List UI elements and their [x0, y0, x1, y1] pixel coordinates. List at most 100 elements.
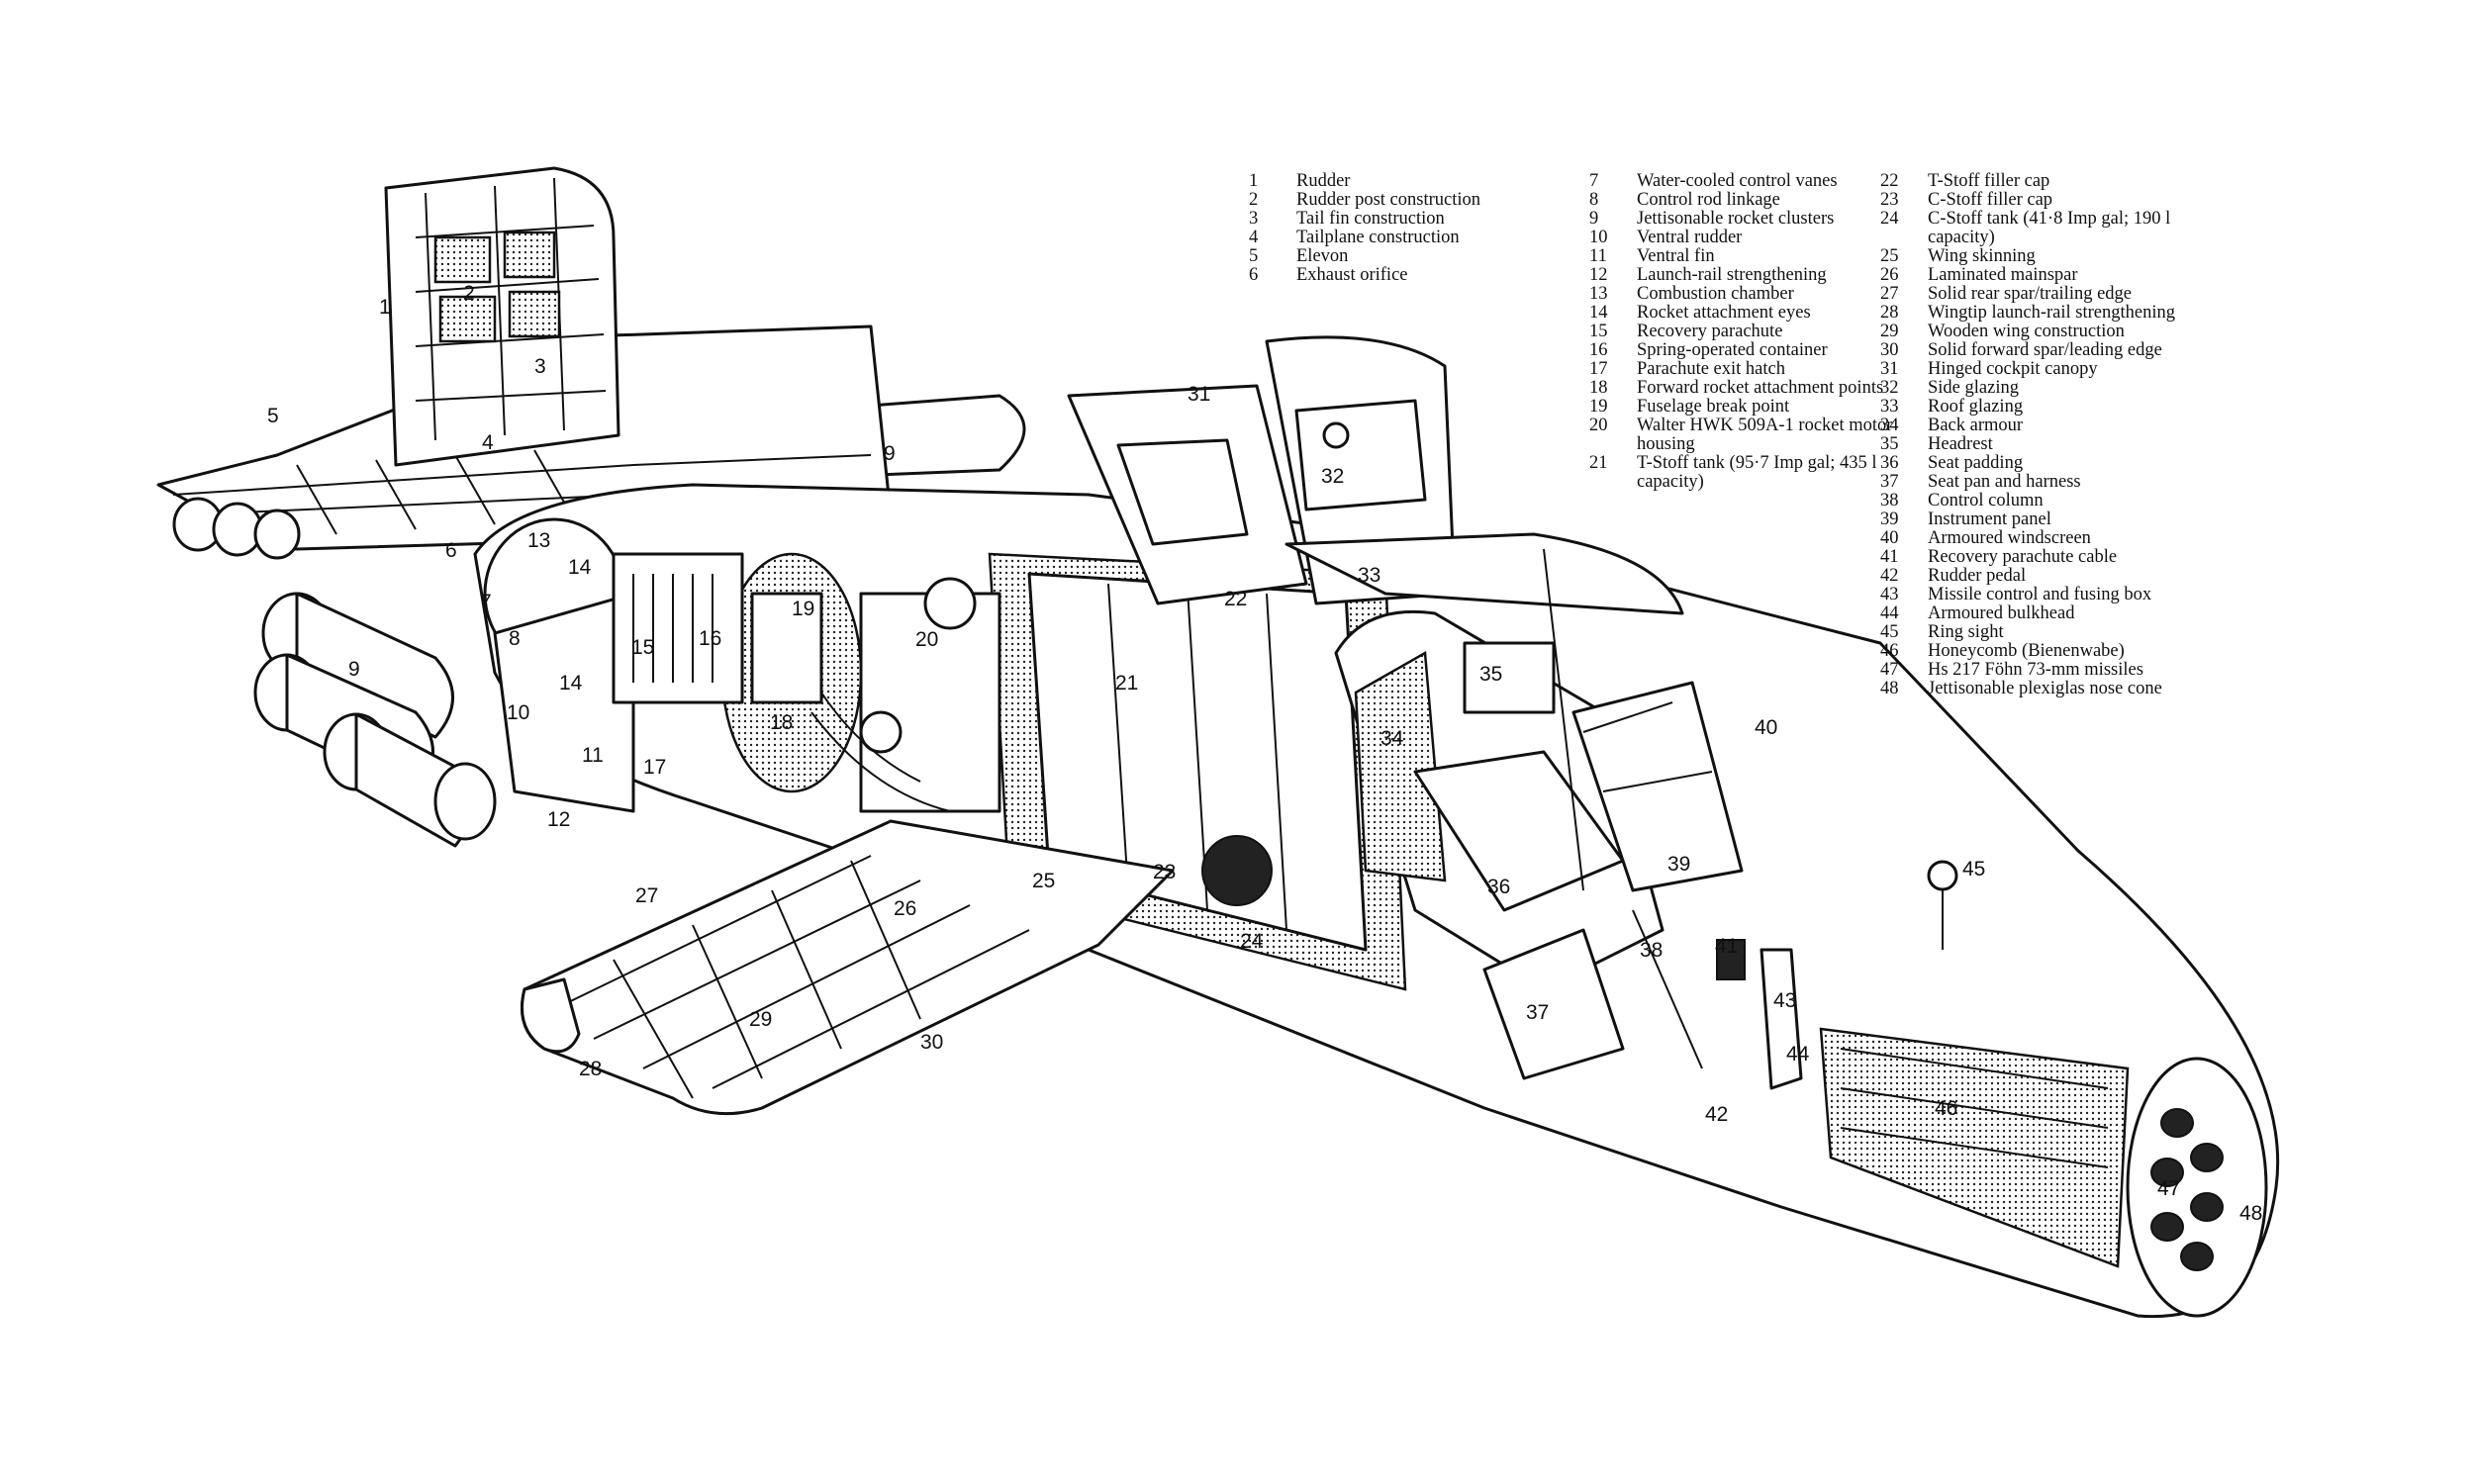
- cockpit-canopy: [1067, 335, 1457, 605]
- key-number: 14: [1589, 303, 1608, 323]
- key-number: 41: [1880, 547, 1899, 567]
- key-label: Headrest: [1928, 434, 1993, 454]
- key-number: 31: [1880, 359, 1899, 379]
- key-label: Laminated mainspar: [1928, 265, 2078, 285]
- key-label: Parachute exit hatch: [1637, 359, 1785, 379]
- callout-41: 41: [1715, 935, 1738, 958]
- key-number: 47: [1880, 660, 1899, 680]
- key-item: 35 Headrest: [1880, 435, 2225, 454]
- key-number: 6: [1249, 265, 1259, 285]
- callout-9b: 9: [348, 658, 360, 681]
- key-label: Side glazing: [1928, 378, 2019, 398]
- key-number: 35: [1880, 434, 1899, 454]
- callout-9a: 9: [884, 442, 896, 465]
- key-number: 29: [1880, 322, 1899, 341]
- key-label: Control rod linkage: [1637, 190, 1780, 210]
- callout-30: 30: [920, 1031, 943, 1054]
- key-label: T-Stoff tank (95·7 Imp gal; 435 l capaci…: [1637, 453, 1877, 492]
- callout-14a: 14: [568, 556, 592, 579]
- callout-48: 48: [2239, 1202, 2262, 1225]
- callout-47: 47: [2157, 1177, 2180, 1200]
- key-number: 48: [1880, 679, 1899, 698]
- callout-42: 42: [1705, 1103, 1728, 1126]
- key-label: Tail fin construction: [1296, 209, 1445, 229]
- callout-36: 36: [1487, 876, 1510, 898]
- key-label: Tailplane construction: [1296, 228, 1460, 247]
- key-label: Combustion chamber: [1637, 284, 1794, 304]
- callout-34: 34: [1380, 727, 1404, 750]
- callout-33: 33: [1358, 564, 1380, 587]
- wing-front: [521, 819, 1175, 1116]
- callout-16: 16: [699, 627, 721, 650]
- callout-18: 18: [770, 711, 793, 734]
- key-item: 24 C-Stoff tank (41·8 Imp gal; 190 l capa…: [1880, 210, 2225, 247]
- rocket-cluster-left: [253, 592, 497, 848]
- callout-32: 32: [1321, 465, 1344, 488]
- key-label: Rudder post construction: [1296, 190, 1481, 210]
- key-label: Walter HWK 509A-1 rocket motor housing: [1637, 416, 1893, 454]
- callout-44: 44: [1786, 1043, 1810, 1066]
- key-label: C-Stoff tank (41·8 Imp gal; 190 l capaci…: [1928, 209, 2171, 247]
- callout-27: 27: [635, 884, 658, 907]
- key-label: Ventral rudder: [1637, 228, 1743, 247]
- callout-17: 17: [643, 756, 666, 779]
- key-label: Ventral fin: [1637, 246, 1715, 266]
- callout-14b: 14: [559, 672, 583, 695]
- key-label: Rudder: [1296, 171, 1351, 191]
- callout-8: 8: [509, 627, 521, 650]
- callout-2: 2: [463, 282, 475, 305]
- key-number: 18: [1589, 378, 1608, 398]
- key-number: 42: [1880, 566, 1899, 586]
- callout-39: 39: [1667, 853, 1690, 876]
- key-label: Spring-operated container: [1637, 340, 1828, 360]
- key-label: Wing skinning: [1928, 246, 2036, 266]
- callout-45: 45: [1962, 858, 1985, 881]
- key-label: Rudder pedal: [1928, 566, 2027, 586]
- key-number: 7: [1589, 171, 1599, 191]
- key-number: 15: [1589, 322, 1608, 341]
- key-item: 21 T-Stoff tank (95·7 Imp gal; 435 l capa…: [1589, 454, 1934, 492]
- key-number: 21: [1589, 453, 1608, 473]
- key-label: T-Stoff filler cap: [1928, 171, 2050, 191]
- callout-4: 4: [482, 431, 494, 454]
- key-item: 42 Rudder pedal: [1880, 567, 2225, 586]
- key-number: 13: [1589, 284, 1608, 304]
- key-label: Solid rear spar/trailing edge: [1928, 284, 2133, 304]
- callout-35: 35: [1479, 663, 1502, 686]
- callout-20: 20: [915, 628, 938, 651]
- key-number: 12: [1589, 265, 1608, 285]
- key-number: 24: [1880, 209, 1899, 229]
- wing-rear: [1285, 532, 1684, 891]
- callout-26: 26: [894, 897, 916, 920]
- key-label: Exhaust orifice: [1296, 265, 1408, 285]
- key-label: C-Stoff filler cap: [1928, 190, 2053, 210]
- callout-19: 19: [792, 598, 814, 620]
- callout-31: 31: [1188, 383, 1210, 406]
- callout-11: 11: [582, 744, 604, 767]
- key-label: Recovery parachute cable: [1928, 547, 2118, 567]
- key-item: 6 Exhaust orifice: [1249, 266, 1593, 285]
- key-number: 28: [1880, 303, 1899, 323]
- callout-43: 43: [1773, 989, 1796, 1012]
- callout-29: 29: [749, 1008, 772, 1031]
